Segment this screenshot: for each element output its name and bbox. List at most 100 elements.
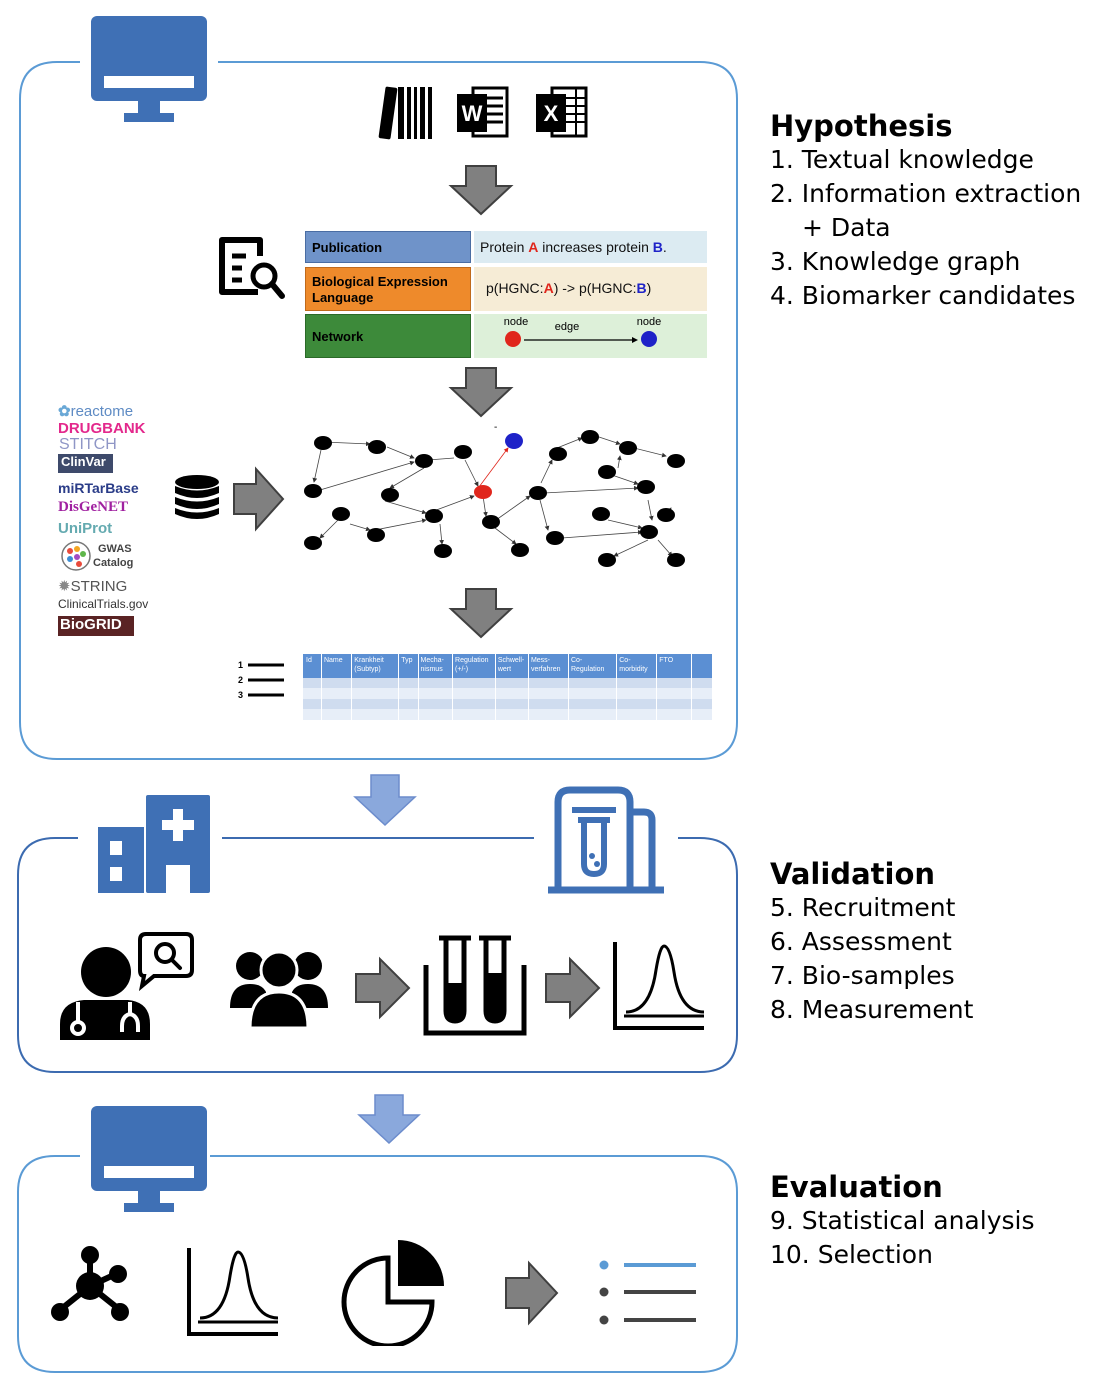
computer-monitor-icon (91, 16, 207, 122)
bel-text: ) -> p(HGNC: (553, 280, 637, 296)
excel-spreadsheet-icon: X (536, 86, 588, 138)
candidate-table-column-header: Mess- verfahren (530, 657, 561, 673)
down-arrow-icon (448, 367, 514, 418)
step-item: 3. Knowledge graph (770, 247, 1021, 276)
column-divider (656, 654, 658, 720)
candidate-table-column-header: FTO (659, 657, 674, 664)
right-arrow-icon (233, 466, 285, 532)
lab-test-tube-icon (548, 786, 664, 894)
right-arrow-icon (355, 956, 411, 1020)
edge-diagram: node edge node (504, 316, 661, 347)
reactome-logo: ✿reactome (58, 403, 134, 420)
step-item: 8. Measurement (770, 995, 974, 1024)
graph-node-red (474, 485, 492, 499)
peak-chart-icon (613, 942, 705, 1030)
right-arrow-icon (545, 956, 601, 1020)
candidate-table-column-header: Id (306, 657, 312, 664)
validation-panel (17, 837, 738, 1073)
graph-dash-label: - (494, 422, 497, 433)
right-arrow-icon (505, 1260, 559, 1326)
step-item: + Data (802, 213, 891, 242)
evaluation-title: Evaluation (770, 1170, 943, 1204)
network-label: Network (312, 329, 364, 344)
protein-a-label: A (528, 239, 539, 255)
candidate-table-row (303, 678, 712, 688)
clinicaltrials-logo: ClinicalTrials.gov (58, 597, 149, 611)
database-icon (175, 475, 219, 519)
biogrid-logo: BioGRID (58, 616, 134, 636)
flow-down-arrow-icon (357, 1094, 421, 1145)
step-item: 7. Bio-samples (770, 961, 955, 990)
candidate-table-column-header: Schwell- wert (497, 657, 525, 673)
bel-text: p(HGNC: (486, 280, 544, 296)
svg-text:2: 2 (238, 675, 243, 685)
network-label-cell: Network (305, 314, 471, 358)
patient-group-icon (230, 950, 328, 1028)
svg-text:3: 3 (238, 690, 243, 700)
candidate-table-column-header: Regulation (+/-) (455, 657, 489, 673)
bel-label: Biological Expression Language (312, 274, 448, 305)
hypothesis-title: Hypothesis (770, 109, 953, 143)
column-divider (417, 654, 419, 720)
column-divider (527, 654, 529, 720)
extraction-table: Publication Protein A increases protein … (305, 231, 707, 358)
svg-text:1: 1 (238, 660, 243, 670)
node-left-label: node (504, 316, 528, 328)
word-letter: W (462, 101, 483, 126)
peak-chart-icon (187, 1248, 279, 1336)
publication-text: increases protein (538, 239, 653, 255)
step-item: 6. Assessment (770, 927, 952, 956)
string-logo: ✹STRING (58, 578, 128, 595)
column-divider (690, 654, 692, 720)
bel-label-cell: Biological Expression Language (305, 267, 471, 311)
candidate-table-column-header: Co- Regulation (570, 657, 605, 673)
pie-chart-icon (341, 1240, 444, 1346)
validation-title: Validation (770, 857, 936, 891)
down-arrow-icon (448, 588, 514, 639)
publication-content-cell: Protein A increases protein B. (474, 231, 707, 263)
computer-monitor-icon (91, 1106, 207, 1212)
node-blue (641, 331, 657, 347)
candidate-table-row (303, 709, 712, 720)
numbered-list-icon: 1 2 3 (238, 660, 284, 700)
validation-steps: Validation 5. Recruitment 6. Assessment … (770, 857, 1110, 1027)
candidate-table-column-header: Mecha- nismus (420, 657, 444, 673)
stitch-logo: STITCH (59, 436, 117, 453)
candidate-table-column-header: Name (323, 657, 343, 664)
step-item: 1. Textual knowledge (770, 145, 1034, 174)
column-divider (616, 654, 618, 720)
protein-b-label: B (652, 239, 663, 255)
hypothesis-panel (19, 61, 738, 760)
document-search-icon (219, 237, 285, 299)
node-right-label: node (637, 316, 661, 328)
bel-text: ) (646, 280, 652, 296)
selection-list-icon (599, 1260, 696, 1325)
publication-label-cell: Publication (305, 231, 471, 263)
publication-text: . (662, 239, 667, 255)
bel-a-label: A (543, 280, 554, 296)
bel-content-cell: p(HGNC:A) -> p(HGNC:B) (474, 267, 707, 311)
uniprot-logo: UniProt (58, 520, 113, 537)
hospital-icon (98, 795, 210, 893)
candidate-table-column-header: Typ (401, 657, 413, 664)
candidate-table-header (303, 654, 712, 678)
bel-b-label: B (636, 280, 647, 296)
column-divider (398, 654, 400, 720)
step-item: 2. Information extraction (770, 179, 1082, 208)
excel-letter: X (544, 101, 559, 126)
clinvar-logo: ClinVar (58, 454, 113, 473)
column-divider (452, 654, 454, 720)
gwas-logo: GWAS (98, 543, 132, 555)
step-item: 9. Statistical analysis (770, 1206, 1035, 1235)
step-item: 5. Recruitment (770, 893, 956, 922)
node-red (505, 331, 521, 347)
network-content-cell: node edge node (474, 314, 707, 358)
word-document-icon: W (457, 86, 509, 138)
edge-label: edge (555, 321, 579, 333)
knowledge-graph: - (304, 422, 685, 567)
candidate-table-row (303, 688, 712, 699)
publication-label: Publication (312, 240, 383, 255)
flow-down-arrow-icon (353, 774, 417, 827)
graph-node-blue (505, 433, 523, 449)
